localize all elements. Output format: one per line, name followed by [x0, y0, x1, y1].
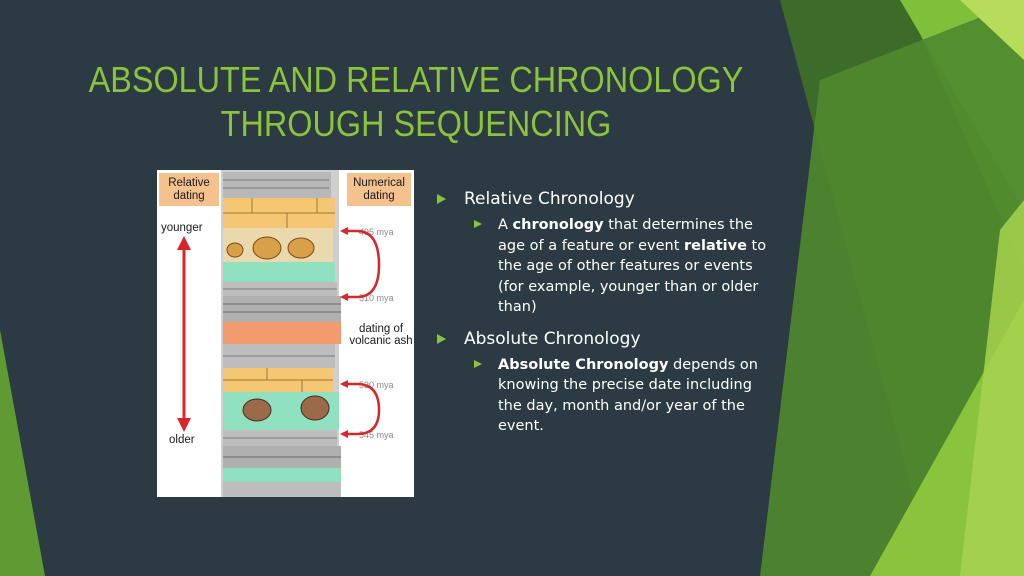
strata-diagram: Relative dating Numerical dating younger… — [157, 170, 414, 497]
bullet-list: Relative Chronology A chronology that de… — [434, 184, 774, 446]
relative-dating-label-2: dating — [173, 190, 204, 202]
absolute-chronology-heading: Absolute Chronology — [464, 328, 641, 349]
relative-chronology-text: A chronology that determines the age of … — [468, 215, 774, 318]
title-line-1: ABSOLUTE AND RELATIVE CHRONOLOGY — [88, 59, 744, 100]
relative-dating-label-1: Relative — [168, 177, 210, 189]
relative-chronology-heading: Relative Chronology — [464, 189, 635, 209]
slide-title: ABSOLUTE AND RELATIVE CHRONOLOGY THROUGH… — [78, 58, 755, 146]
numerical-dating-label-1: Numerical — [353, 177, 405, 189]
rock-layers — [221, 170, 341, 497]
date-label-1: 495 mya — [359, 227, 394, 237]
absolute-chronology-text: Absolute Chronology depends on knowing t… — [468, 355, 774, 437]
relative-chronology-bullet: Relative Chronology — [434, 187, 774, 211]
date-label-2: 510 mya — [359, 293, 394, 303]
bullet-arrow-icon — [437, 194, 446, 204]
chronology-bold: chronology — [512, 217, 604, 233]
absolute-chronology-bold: Absolute Chronology — [498, 356, 669, 373]
volcanic-ash-label-2: volcanic ash — [349, 335, 412, 347]
volcanic-ash-label-1: dating of — [359, 323, 404, 335]
numerical-dating-label-2: dating — [363, 190, 394, 202]
title-line-2: THROUGH SEQUENCING — [220, 103, 612, 144]
older-label: older — [169, 434, 195, 446]
absolute-chronology-bullet: Absolute Chronology — [434, 327, 774, 351]
date-label-3: 520 mya — [359, 380, 394, 390]
bullet-arrow-icon — [474, 220, 482, 228]
date-label-4: 545 mya — [359, 430, 394, 440]
bullet-arrow-icon — [437, 333, 446, 344]
younger-label: younger — [161, 222, 203, 234]
bullet-arrow-icon — [474, 359, 482, 368]
relative-bold: relative — [684, 237, 747, 254]
